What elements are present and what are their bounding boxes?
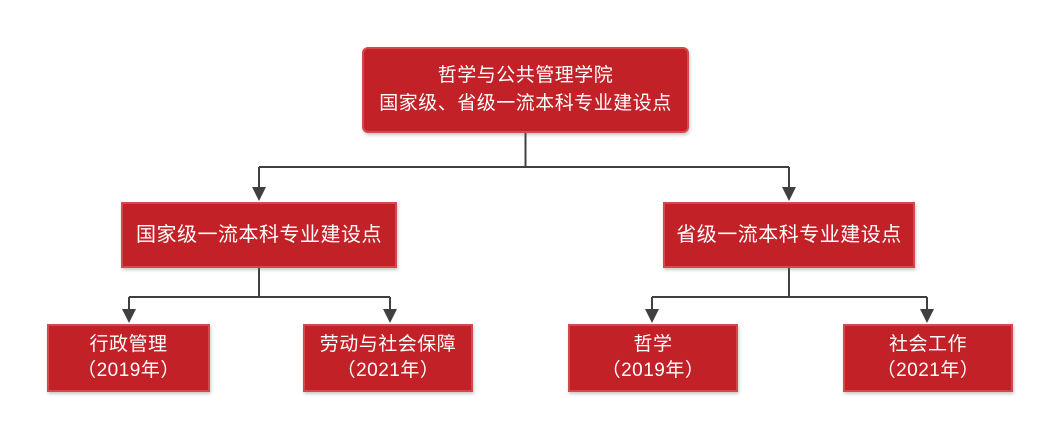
node-college-root: 哲学与公共管理学院 国家级、省级一流本科专业建设点 (362, 47, 689, 133)
major-year: （2019年） (601, 360, 705, 381)
level2-left-connector (122, 268, 397, 323)
arrow-down-icon (782, 187, 796, 201)
node-major-labor-social-security: 劳动与社会保障 （2021年） (303, 324, 473, 392)
node-provincial-level-branch: 省级一流本科专业建设点 (663, 202, 915, 268)
node-major-social-work: 社会工作 （2021年） (843, 324, 1013, 392)
arrow-down-icon (252, 187, 266, 201)
level2-right-connector (645, 268, 934, 323)
major-year: （2019年） (77, 360, 180, 381)
major-name: 劳动与社会保障 (319, 334, 457, 355)
level1-connector (252, 133, 796, 201)
node-college-subtitle: 国家级、省级一流本科专业建设点 (379, 93, 672, 114)
major-name: 哲学 (633, 334, 673, 355)
node-national-level-branch: 国家级一流本科专业建设点 (121, 202, 397, 268)
arrow-down-icon (122, 309, 136, 323)
major-name: 社会工作 (888, 334, 967, 355)
node-college-title: 哲学与公共管理学院 (437, 65, 614, 86)
arrow-down-icon (383, 309, 397, 323)
node-major-philosophy: 哲学 （2019年） (568, 324, 738, 392)
arrow-down-icon (920, 309, 934, 323)
arrow-down-icon (645, 309, 659, 323)
major-name: 行政管理 (89, 334, 168, 355)
major-year: （2021年） (876, 360, 980, 381)
node-major-public-administration: 行政管理 （2019年） (47, 324, 210, 392)
branch-label: 省级一流本科专业建设点 (676, 224, 902, 246)
major-year: （2021年） (336, 360, 440, 381)
branch-label: 国家级一流本科专业建设点 (136, 224, 382, 246)
